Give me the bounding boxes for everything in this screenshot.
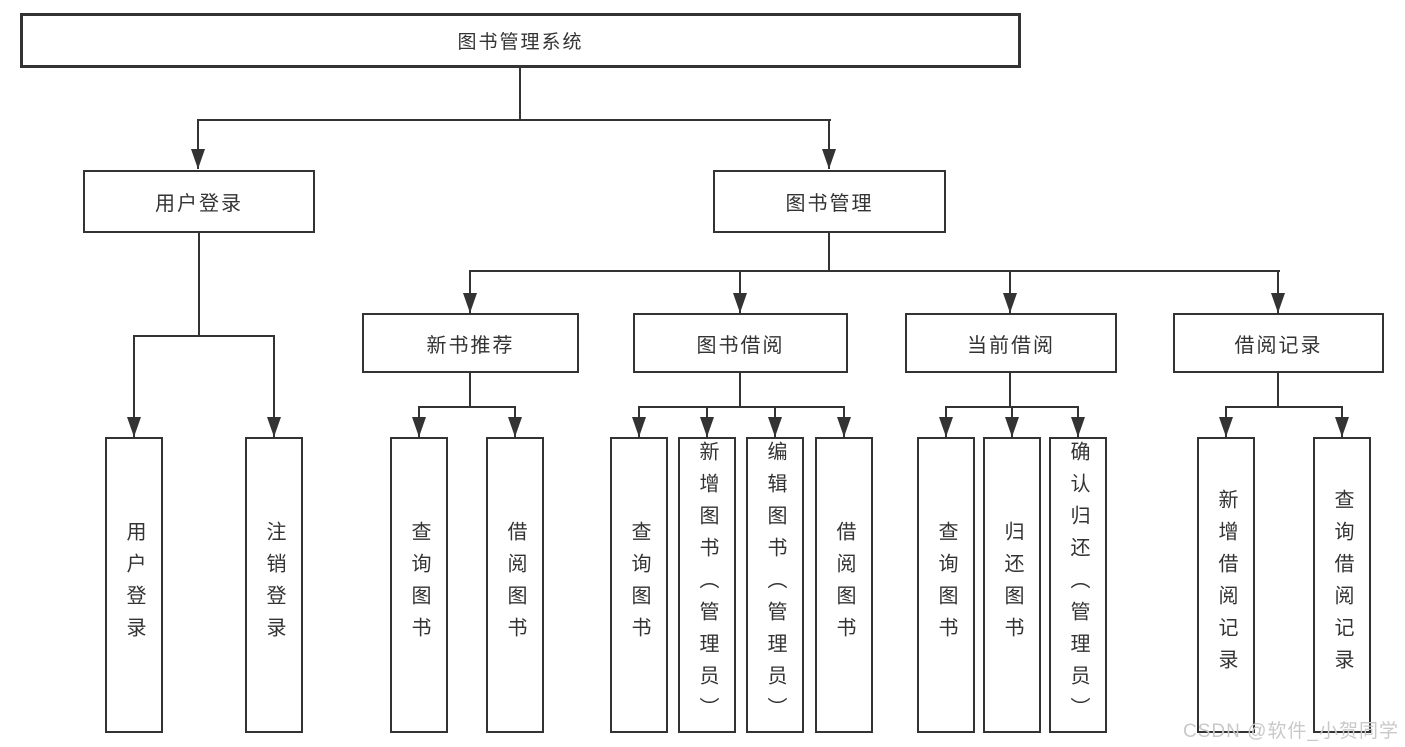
node-edit-book-admin-label: 编辑图书（管理员）	[764, 441, 786, 729]
node-add-borrow-record-label: 新增借阅记录	[1215, 489, 1237, 681]
arrowhead-down-icon	[412, 417, 426, 437]
connector-level3-rail	[469, 270, 1280, 272]
node-query-books-borrow-label: 查询图书	[628, 521, 650, 649]
arrowhead-down-icon	[463, 293, 477, 313]
connector-user-login-shaft	[197, 119, 199, 169]
node-borrow-books-borrow-label: 借阅图书	[833, 521, 855, 649]
node-query-books-current: 查询图书	[917, 437, 975, 733]
node-confirm-return-admin-label: 确认归还（管理员）	[1067, 441, 1089, 729]
node-logout-leaf: 注销登录	[245, 437, 303, 733]
connector-book-mgmt-drop	[828, 233, 830, 272]
node-current-borrow-label: 当前借阅	[967, 334, 1055, 357]
node-query-books-recommend-label: 查询图书	[408, 521, 430, 649]
node-book-management-label: 图书管理	[785, 193, 874, 215]
arrowhead-down-icon	[191, 149, 205, 169]
arrowhead-down-icon	[1003, 293, 1017, 313]
node-user-login-branch-label: 用户登录	[155, 193, 243, 215]
connector-book-mgmt-shaft	[828, 119, 830, 169]
node-root: 图书管理系统	[20, 13, 1021, 68]
connector-recommend-drop	[469, 373, 471, 408]
arrowhead-down-icon	[1005, 417, 1019, 437]
connector-user-login-drop	[198, 233, 200, 337]
node-root-label: 图书管理系统	[457, 32, 584, 53]
node-borrow-records: 借阅记录	[1173, 313, 1384, 373]
node-logout-leaf-label: 注销登录	[263, 521, 285, 649]
node-current-borrow: 当前借阅	[905, 313, 1117, 373]
node-book-borrow: 图书借阅	[633, 313, 848, 373]
arrowhead-down-icon	[700, 417, 714, 437]
watermark: CSDN @软件_小贺同学	[1183, 721, 1399, 742]
node-query-books-recommend: 查询图书	[390, 437, 448, 733]
arrowhead-down-icon	[127, 417, 141, 437]
connector-module-shaft	[739, 270, 741, 313]
node-return-books: 归还图书	[983, 437, 1041, 733]
connector-current-drop	[1009, 373, 1011, 408]
arrowhead-down-icon	[939, 417, 953, 437]
node-user-login-leaf: 用户登录	[105, 437, 163, 733]
node-add-book-admin-label: 新增图书（管理员）	[696, 441, 718, 729]
connector-level2-rail	[197, 119, 831, 121]
connector-recommend-rail	[418, 406, 516, 408]
connector-module-shaft	[1277, 270, 1279, 313]
node-user-login-leaf-label: 用户登录	[123, 521, 145, 649]
connector-borrow-drop	[739, 373, 741, 408]
connector-module-shaft	[1009, 270, 1011, 313]
connector-root-drop	[519, 68, 521, 121]
node-add-book-admin: 新增图书（管理员）	[678, 437, 736, 733]
connector-module-shaft	[469, 270, 471, 313]
connector-leaf-shaft	[273, 335, 275, 437]
node-borrow-records-label: 借阅记录	[1234, 334, 1323, 357]
arrowhead-down-icon	[1271, 293, 1285, 313]
node-query-books-current-label: 查询图书	[935, 521, 957, 649]
arrowhead-down-icon	[733, 293, 747, 313]
connector-records-drop	[1277, 373, 1279, 408]
node-book-management: 图书管理	[713, 170, 946, 233]
arrowhead-down-icon	[822, 149, 836, 169]
connector-records-rail	[1225, 406, 1343, 408]
node-borrow-books-recommend-label: 借阅图书	[504, 521, 526, 649]
arrowhead-down-icon	[508, 417, 522, 437]
arrowhead-down-icon	[632, 417, 646, 437]
arrowhead-down-icon	[267, 417, 281, 437]
node-new-book-recommend-label: 新书推荐	[426, 334, 515, 357]
node-add-borrow-record: 新增借阅记录	[1197, 437, 1255, 733]
node-query-borrow-record: 查询借阅记录	[1313, 437, 1371, 733]
arrowhead-down-icon	[1335, 417, 1349, 437]
arrowhead-down-icon	[768, 417, 782, 437]
node-new-book-recommend: 新书推荐	[362, 313, 579, 373]
arrowhead-down-icon	[1071, 417, 1085, 437]
node-user-login-branch: 用户登录	[83, 170, 315, 233]
node-query-books-borrow: 查询图书	[610, 437, 668, 733]
connector-user-login-rail	[133, 335, 275, 337]
connector-borrow-rail	[638, 406, 845, 408]
node-return-books-label: 归还图书	[1001, 521, 1023, 649]
node-borrow-books-recommend: 借阅图书	[486, 437, 544, 733]
node-book-borrow-label: 图书借阅	[696, 334, 785, 357]
node-borrow-books-borrow: 借阅图书	[815, 437, 873, 733]
node-edit-book-admin: 编辑图书（管理员）	[746, 437, 804, 733]
node-query-borrow-record-label: 查询借阅记录	[1331, 489, 1353, 681]
arrowhead-down-icon	[1219, 417, 1233, 437]
connector-leaf-shaft	[133, 335, 135, 437]
node-confirm-return-admin: 确认归还（管理员）	[1049, 437, 1107, 733]
arrowhead-down-icon	[837, 417, 851, 437]
